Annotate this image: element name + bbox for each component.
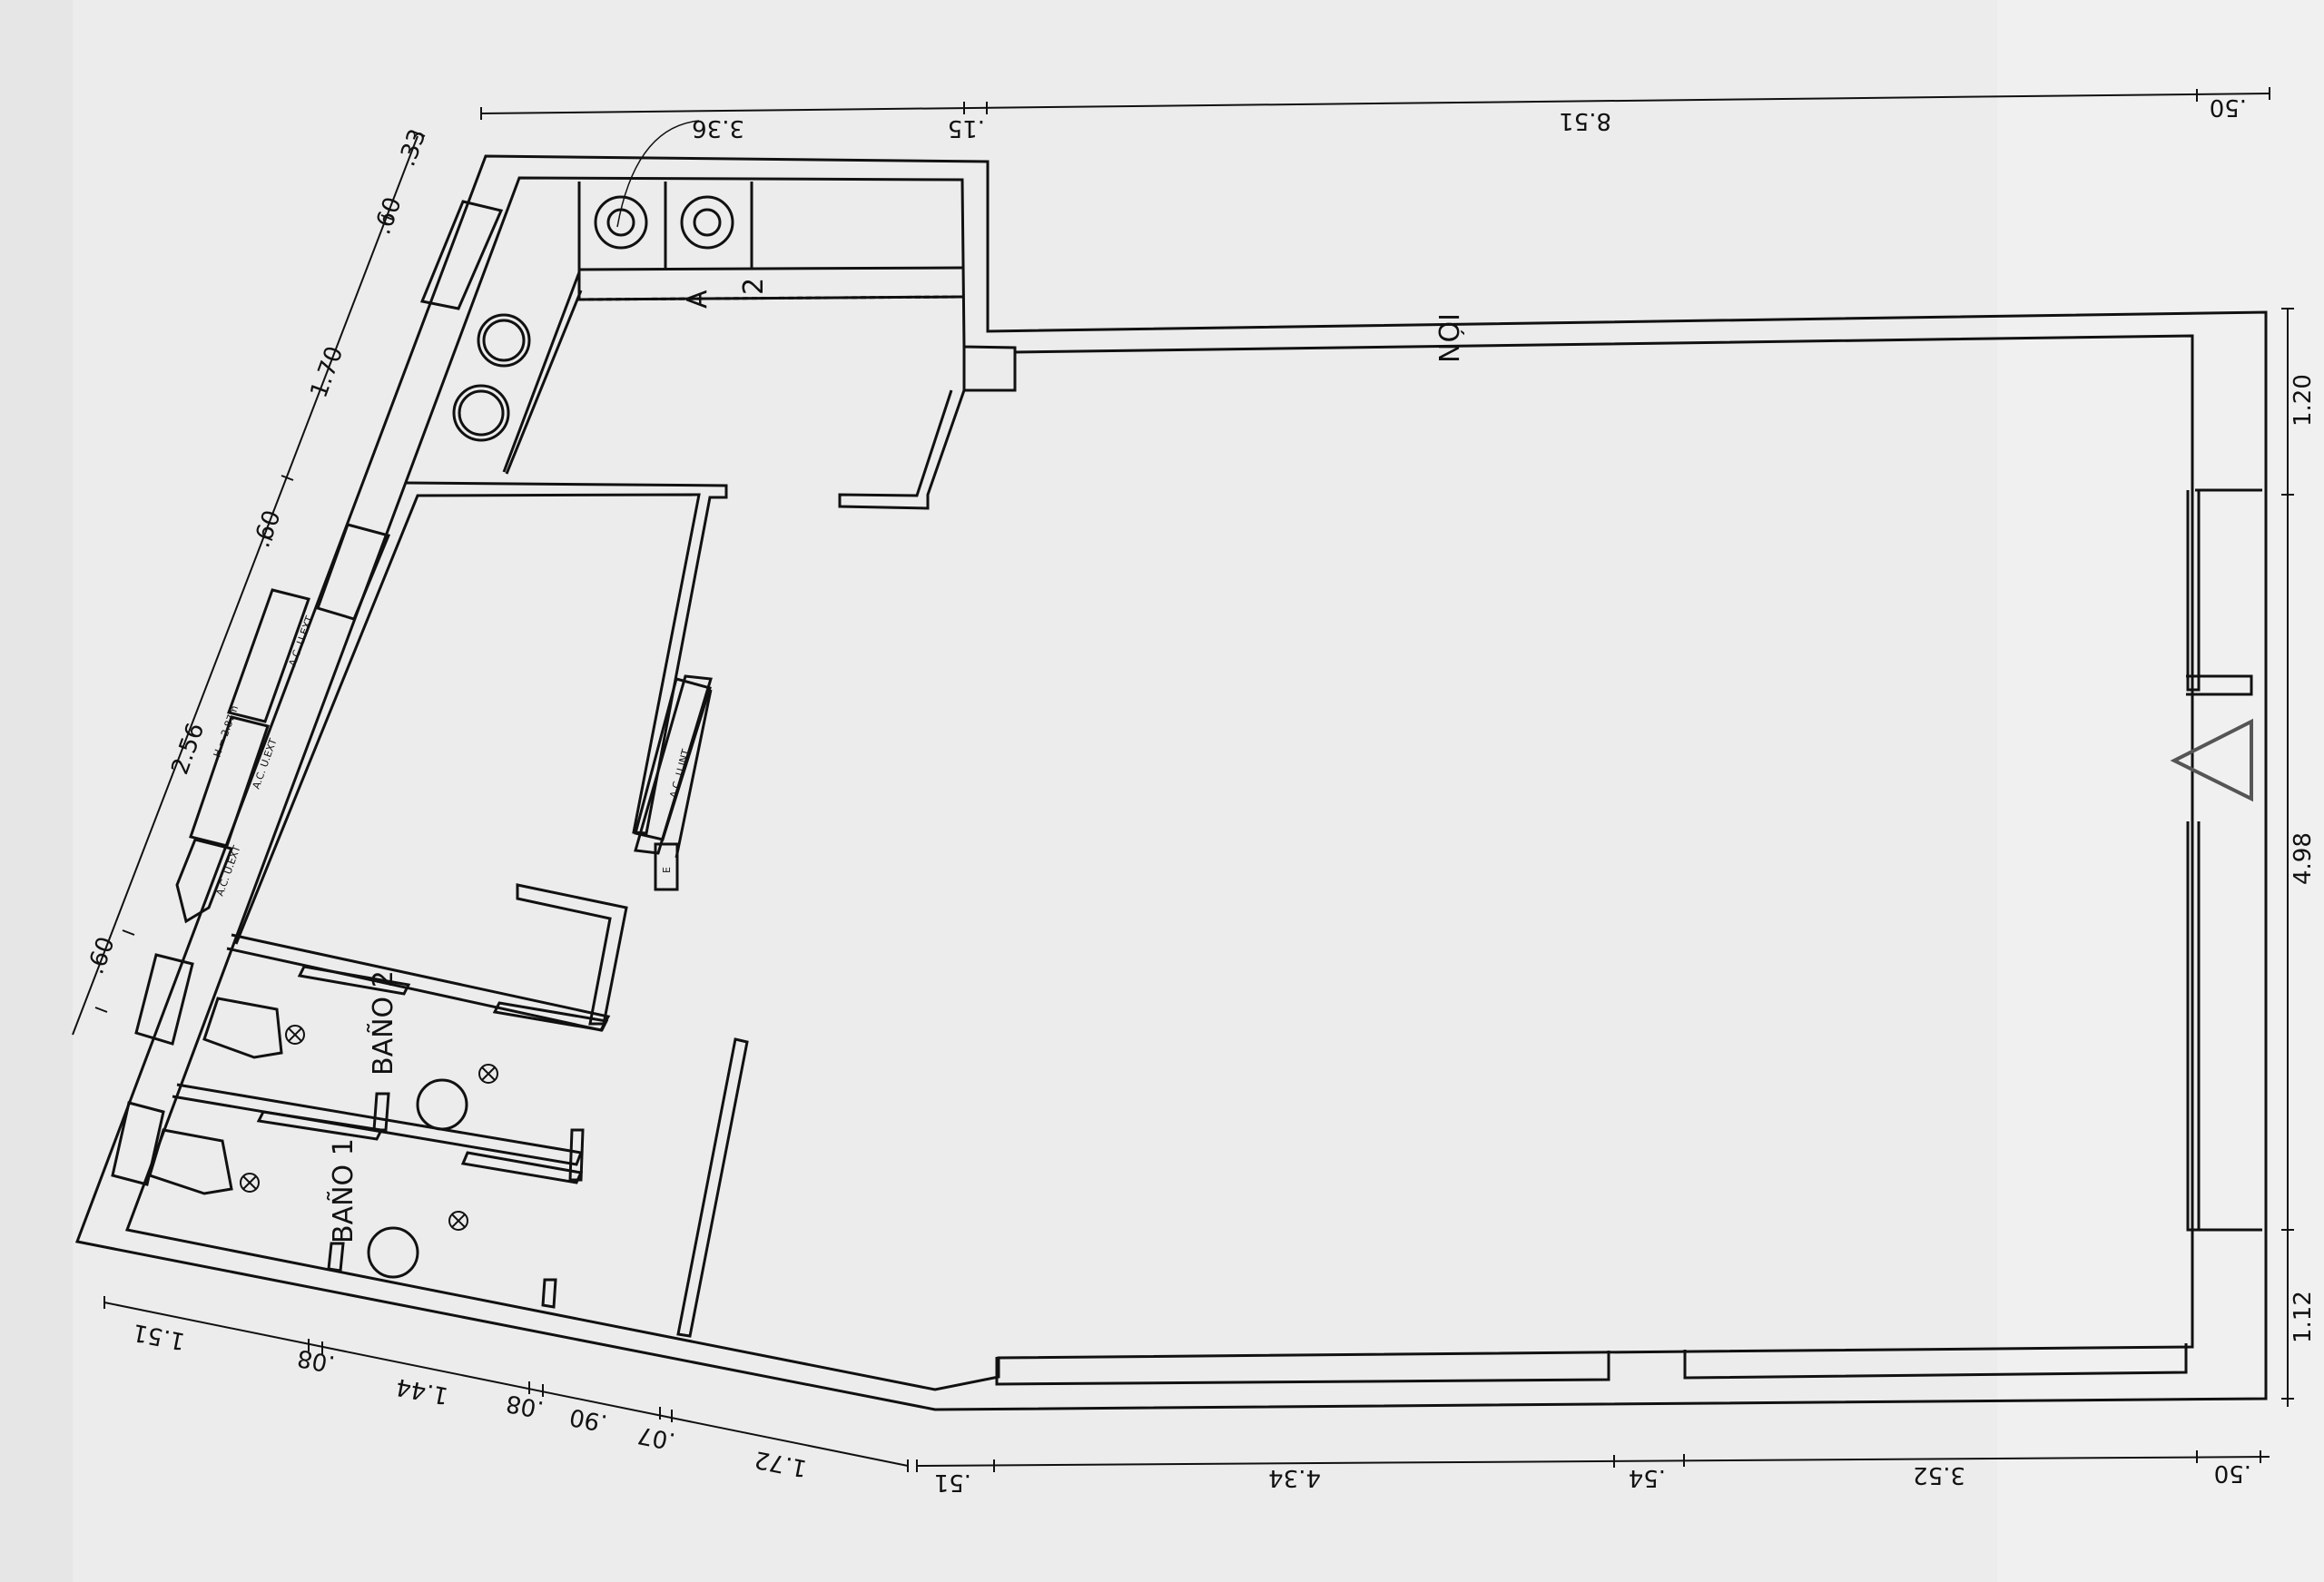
kitchen-wall <box>962 347 1017 392</box>
room-wall <box>234 481 728 945</box>
dim-right-3: 1.12 <box>2290 1291 2317 1343</box>
room-label-a: A <box>682 290 714 309</box>
room-label-bano-1: BAÑO 1 <box>327 1138 359 1243</box>
dim-bottom-3: .54 <box>1629 1464 1666 1491</box>
ac-internal-unit <box>634 677 712 841</box>
dim-right-1: 1.20 <box>2290 374 2317 427</box>
ac-external-units <box>175 588 310 924</box>
dim-bottom-5: .50 <box>2214 1459 2251 1487</box>
dim-bottom-1: .51 <box>934 1469 971 1496</box>
room-label-bano-2: BAÑO 2 <box>367 970 399 1076</box>
inner-wall <box>124 176 2194 1391</box>
room-label-2: 2 <box>738 278 770 295</box>
dim-bottom-2: 4.34 <box>1268 1464 1321 1491</box>
dim-top-3: 8.51 <box>1559 107 1611 134</box>
dim-bottom-4: 3.52 <box>1913 1461 1965 1489</box>
dim-top-2: .15 <box>948 114 985 142</box>
entrance-triangle <box>2170 718 2253 802</box>
dim-right-2: 4.98 <box>2290 832 2317 885</box>
kitchen-return <box>838 389 966 510</box>
e-box-label: E <box>661 867 673 873</box>
dim-top-1: 3.36 <box>692 114 744 142</box>
outer-wall <box>74 154 2268 1411</box>
room-label-hall: IÓN <box>1432 313 1465 363</box>
dim-top-4: .50 <box>2210 93 2247 121</box>
